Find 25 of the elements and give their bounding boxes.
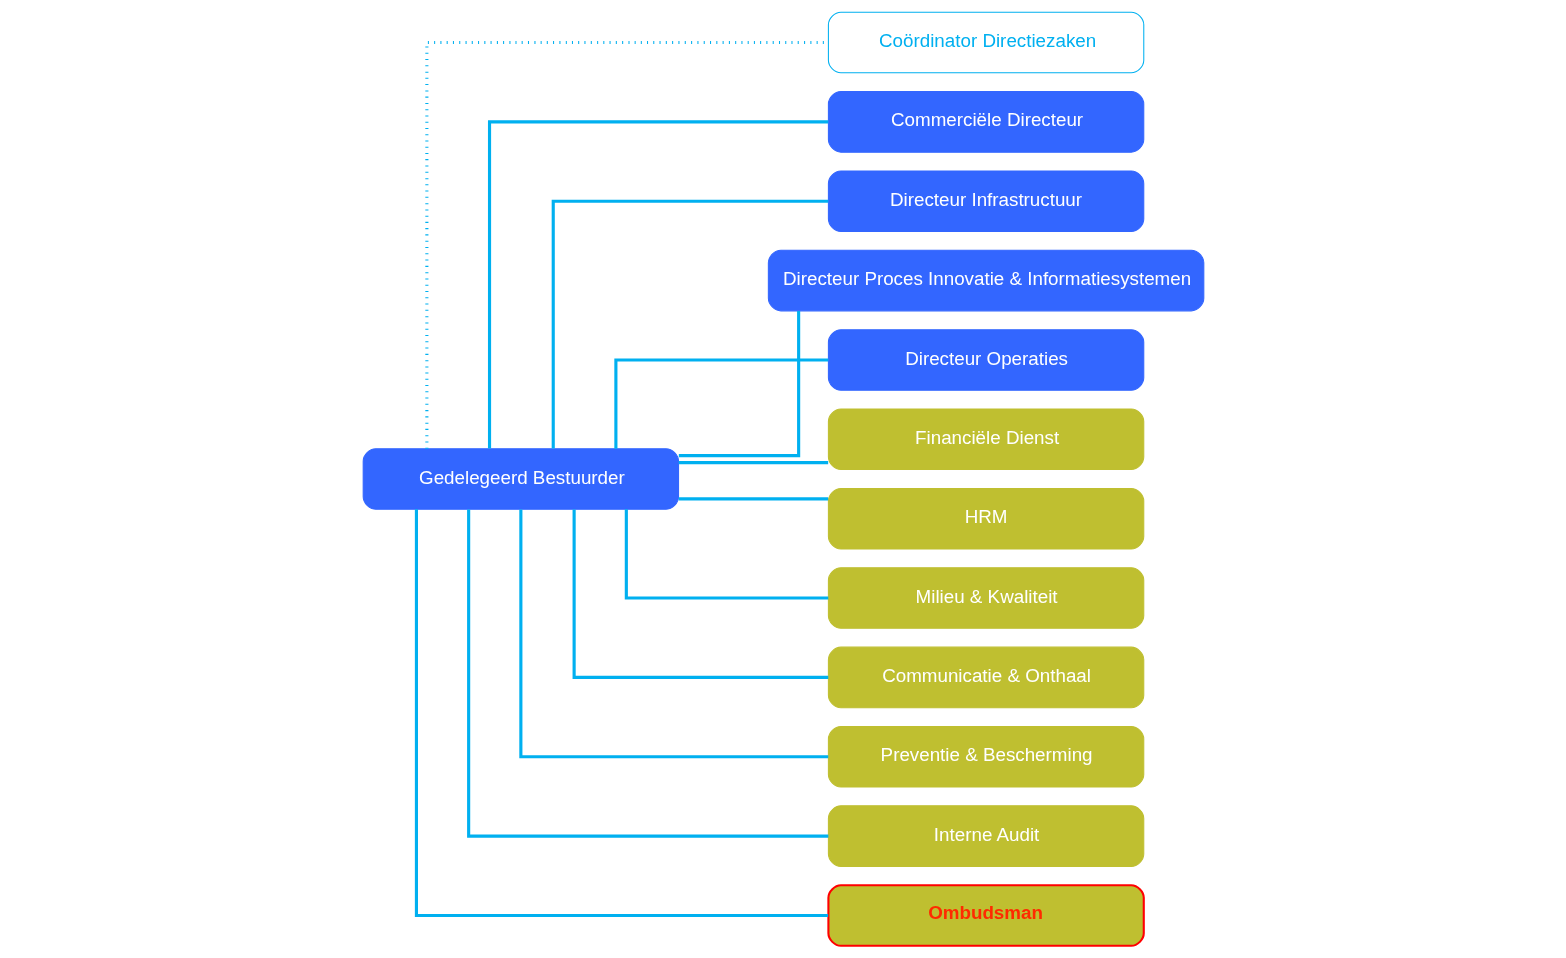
node-box: Interne Audit	[827, 805, 1144, 867]
connector	[424, 40, 828, 449]
connector	[624, 509, 828, 600]
connector	[466, 509, 828, 838]
node-box: Ombudsman	[826, 884, 1145, 947]
node-box: Gedelegeerd Bestuurder	[362, 448, 679, 510]
connector	[414, 509, 828, 918]
node-box: Commerciële Directeur	[827, 91, 1144, 153]
connector	[678, 311, 800, 458]
node-box: Coördinator Directiezaken	[827, 11, 1144, 74]
connector	[572, 509, 828, 679]
node-box: Preventie & Bescherming	[827, 725, 1144, 788]
node-box: Communicatie & Onthaal	[827, 646, 1144, 709]
node-box: HRM	[827, 487, 1144, 550]
connector	[613, 358, 828, 449]
node-box: Milieu & Kwaliteit	[827, 567, 1144, 629]
node-box: Directeur Infrastructuur	[827, 170, 1144, 233]
node-box: Directeur Operaties	[827, 329, 1144, 391]
connector	[678, 461, 828, 465]
connector	[518, 509, 828, 759]
node-box: Directeur Proces Innovatie & Informatiesystemen	[767, 249, 1204, 312]
connector	[678, 497, 828, 501]
connector	[487, 120, 828, 449]
node-box: Financiële Dienst	[827, 408, 1144, 471]
connector	[551, 199, 828, 449]
